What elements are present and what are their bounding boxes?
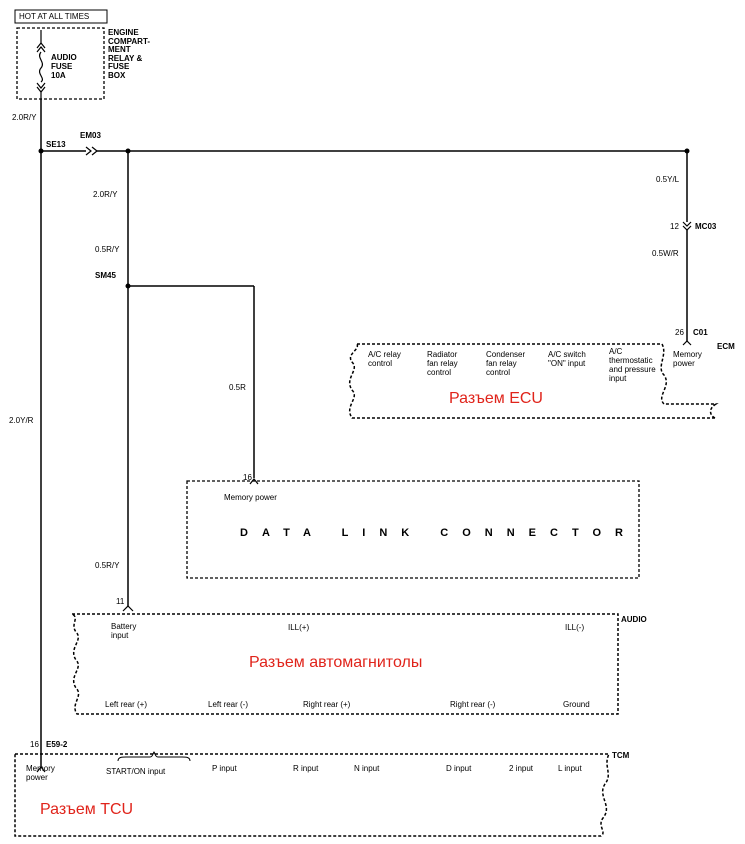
wire-label-05wr: 0.5W/R <box>652 249 679 258</box>
start-on-bracket <box>117 751 191 762</box>
tcm-2-input: 2 input <box>509 764 534 773</box>
wire-label-05ry-b: 0.5R/Y <box>95 561 120 570</box>
dlc-title: DATA LINK CONNECTOR <box>240 527 637 539</box>
connector-mc03-label: MC03 <box>695 222 717 231</box>
ecm-pin-radiator-fan: Radiator fan relay control <box>427 350 458 377</box>
audio-left-rear-minus: Left rear (-) <box>208 700 249 709</box>
audio-ground: Ground <box>563 700 590 709</box>
ecm-note: Разъем ECU <box>449 390 543 407</box>
connector-e59-label: E59-2 <box>46 740 68 749</box>
fuse-box-label: ENGINE COMPART- MENT RELAY & FUSE BOX <box>108 28 151 80</box>
dlc-outline <box>186 480 640 579</box>
audio-right-rear-minus: Right rear (-) <box>450 700 496 709</box>
audio-note: Разъем автомагнитолы <box>249 654 423 671</box>
wire-label-05r: 0.5R <box>229 383 246 392</box>
ecm-pin-icon <box>682 340 692 346</box>
connector-em03-icon <box>85 146 98 156</box>
ecm-tag: ECM <box>717 342 735 351</box>
tcm-tag: TCM <box>612 751 630 760</box>
audio-left-rear-plus: Left rear (+) <box>105 700 148 709</box>
tcm-pin-icon <box>36 766 46 773</box>
tcm-start-on: START/ON input <box>106 767 166 776</box>
audio-battery-input: Battery input <box>111 622 137 640</box>
tcm-pin-number: 16 <box>30 740 39 749</box>
tcm-n-input: N input <box>354 764 380 773</box>
audio-connector-outline <box>71 613 619 715</box>
ecm-pin-ac-thermostatic: A/C thermostatic and pressure input <box>609 347 656 383</box>
audio-tag: AUDIO <box>621 615 647 624</box>
audio-pin-icon <box>122 605 134 612</box>
dlc-pin-number: 16 <box>243 473 252 482</box>
connector-mc03-pin: 12 <box>670 222 679 231</box>
tcm-d-input: D input <box>446 764 472 773</box>
hot-at-all-times-label: HOT AT ALL TIMES <box>19 12 90 21</box>
ecm-pin-memory-power: Memory power <box>673 350 702 368</box>
fuse-box-outline <box>16 27 105 100</box>
dlc-pin-icon <box>249 478 259 485</box>
connector-em03-label: EM03 <box>80 131 101 140</box>
wire-label-05yl: 0.5Y/L <box>656 175 680 184</box>
tcm-r-input: R input <box>293 764 319 773</box>
fuse-icon <box>36 30 46 99</box>
wire-label-05ry: 0.5R/Y <box>95 245 120 254</box>
ecm-connector-outline <box>349 343 719 419</box>
dlc-pin-label: Memory power <box>224 493 277 502</box>
connector-c01-label: C01 <box>693 328 708 337</box>
tcm-memory-power: Memory power <box>26 764 55 782</box>
ecm-pin-ac-switch: A/C switch "ON" input <box>548 350 586 368</box>
tcm-l-input: L input <box>558 764 582 773</box>
audio-pin-number: 11 <box>116 597 125 606</box>
ecm-pin-condenser-fan: Condenser fan relay control <box>486 350 526 377</box>
audio-right-rear-plus: Right rear (+) <box>303 700 351 709</box>
wire-label-2-0ry-b: 2.0R/Y <box>93 190 118 199</box>
wire-label-main: 2.0R/Y <box>12 113 37 122</box>
connector-mc03-icon <box>682 221 692 231</box>
hot-at-all-times-box <box>14 9 108 24</box>
connector-c01-pin: 26 <box>675 328 684 337</box>
wire-label-20yr: 2.0Y/R <box>9 416 34 425</box>
tcm-p-input: P input <box>212 764 237 773</box>
connector-se13-label: SE13 <box>46 140 66 149</box>
ecm-pin-ac-relay: A/C relay control <box>368 350 401 368</box>
tcm-note: Разъем TCU <box>40 801 134 818</box>
connector-sm45-label: SM45 <box>95 271 116 280</box>
fuse-label: AUDIO FUSE 10A <box>51 53 77 80</box>
audio-ill-plus: ILL(+) <box>288 623 310 632</box>
audio-ill-minus: ILL(-) <box>565 623 585 632</box>
